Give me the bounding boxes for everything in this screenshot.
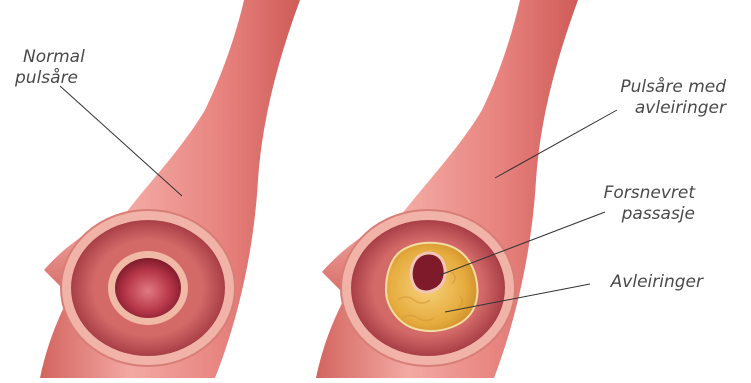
plaque-artery xyxy=(316,0,578,378)
label-narrowed-passage-line2: passasje xyxy=(622,204,695,225)
leader-normal-artery xyxy=(60,86,182,196)
label-narrowed-passage-line1: Forsnevret xyxy=(604,183,695,204)
narrowed-lumen xyxy=(411,253,445,292)
label-normal-artery-line1: Normal xyxy=(23,47,85,68)
label-deposits: Avleiringer xyxy=(611,272,703,293)
normal-artery-lumen xyxy=(115,258,181,318)
label-normal-artery-line2: pulsåre xyxy=(15,68,78,89)
label-plaque-artery-line2: avleiringer xyxy=(635,98,726,119)
label-plaque-artery-line1: Pulsåre med xyxy=(620,77,726,98)
